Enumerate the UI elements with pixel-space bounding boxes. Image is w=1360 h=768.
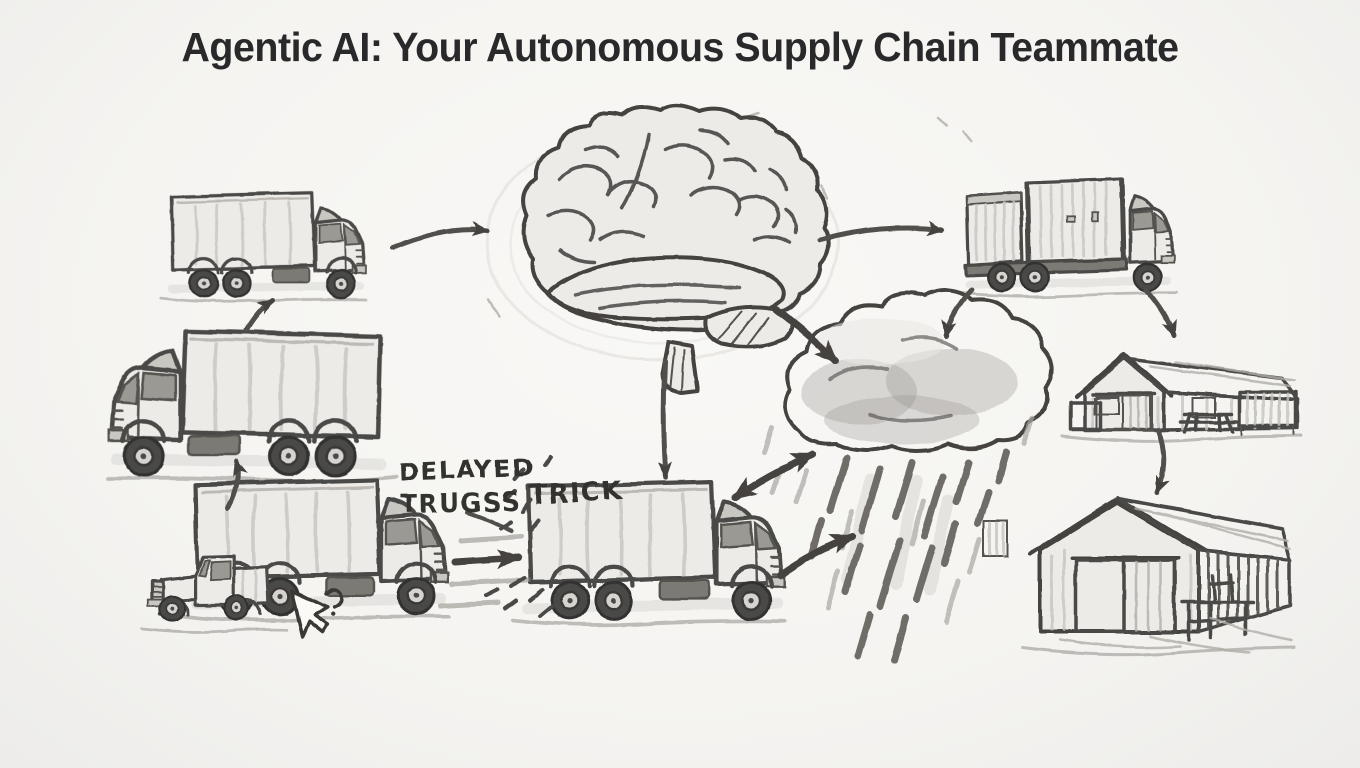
arrow-brain-to-truck [817, 220, 945, 243]
page-title: Agentic AI: Your Autonomous Supply Chain… [181, 24, 1179, 70]
box-truck-middle-left [108, 331, 396, 482]
brain-gyri-lines [546, 128, 798, 264]
arrow-truck-to-cloud [942, 287, 975, 339]
ai-brain [521, 103, 831, 394]
arrow-brain-to-cloud [772, 306, 840, 366]
label-delayed-line2: TRUGSS [400, 487, 522, 518]
warehouse-bottom-right [983, 496, 1294, 657]
fence-small [983, 521, 1009, 557]
loading-dock-table [1180, 572, 1256, 642]
brain-cerebellum [703, 305, 794, 349]
arrow-truck-rain-sweep [776, 532, 856, 579]
picnic-table [1180, 412, 1239, 434]
arrow-truck-cloud-bidirectional [731, 451, 816, 501]
box-truck-top-left [160, 193, 367, 302]
arrow-midleft-to-topleft [243, 297, 275, 333]
crate [1068, 400, 1102, 431]
warehouse-middle-right [1060, 352, 1304, 443]
storm-cloud [761, 288, 1054, 664]
arrow-truck-to-warehouse [1143, 287, 1177, 339]
arrow-bottomleft-to-midleft [225, 459, 248, 511]
splash-dashes [484, 455, 554, 618]
brain-stem [660, 340, 700, 394]
flow-arrows [225, 220, 1177, 609]
arrow-brain-down [657, 359, 673, 481]
label-delayed-line1: DELAYED [398, 453, 536, 487]
speed-lines [437, 533, 531, 609]
arrow-truck-to-brain [389, 221, 489, 251]
arrow-warehouse-to-warehouse [1154, 427, 1170, 495]
fence [1238, 390, 1298, 436]
container-truck-top-right [958, 179, 1176, 296]
arrow-delayed-to-center [451, 548, 523, 570]
label-trick: TRICK [528, 475, 624, 511]
crate-dark [1093, 397, 1119, 415]
warehouse-window [1193, 397, 1217, 418]
label-swoosh [466, 510, 512, 532]
